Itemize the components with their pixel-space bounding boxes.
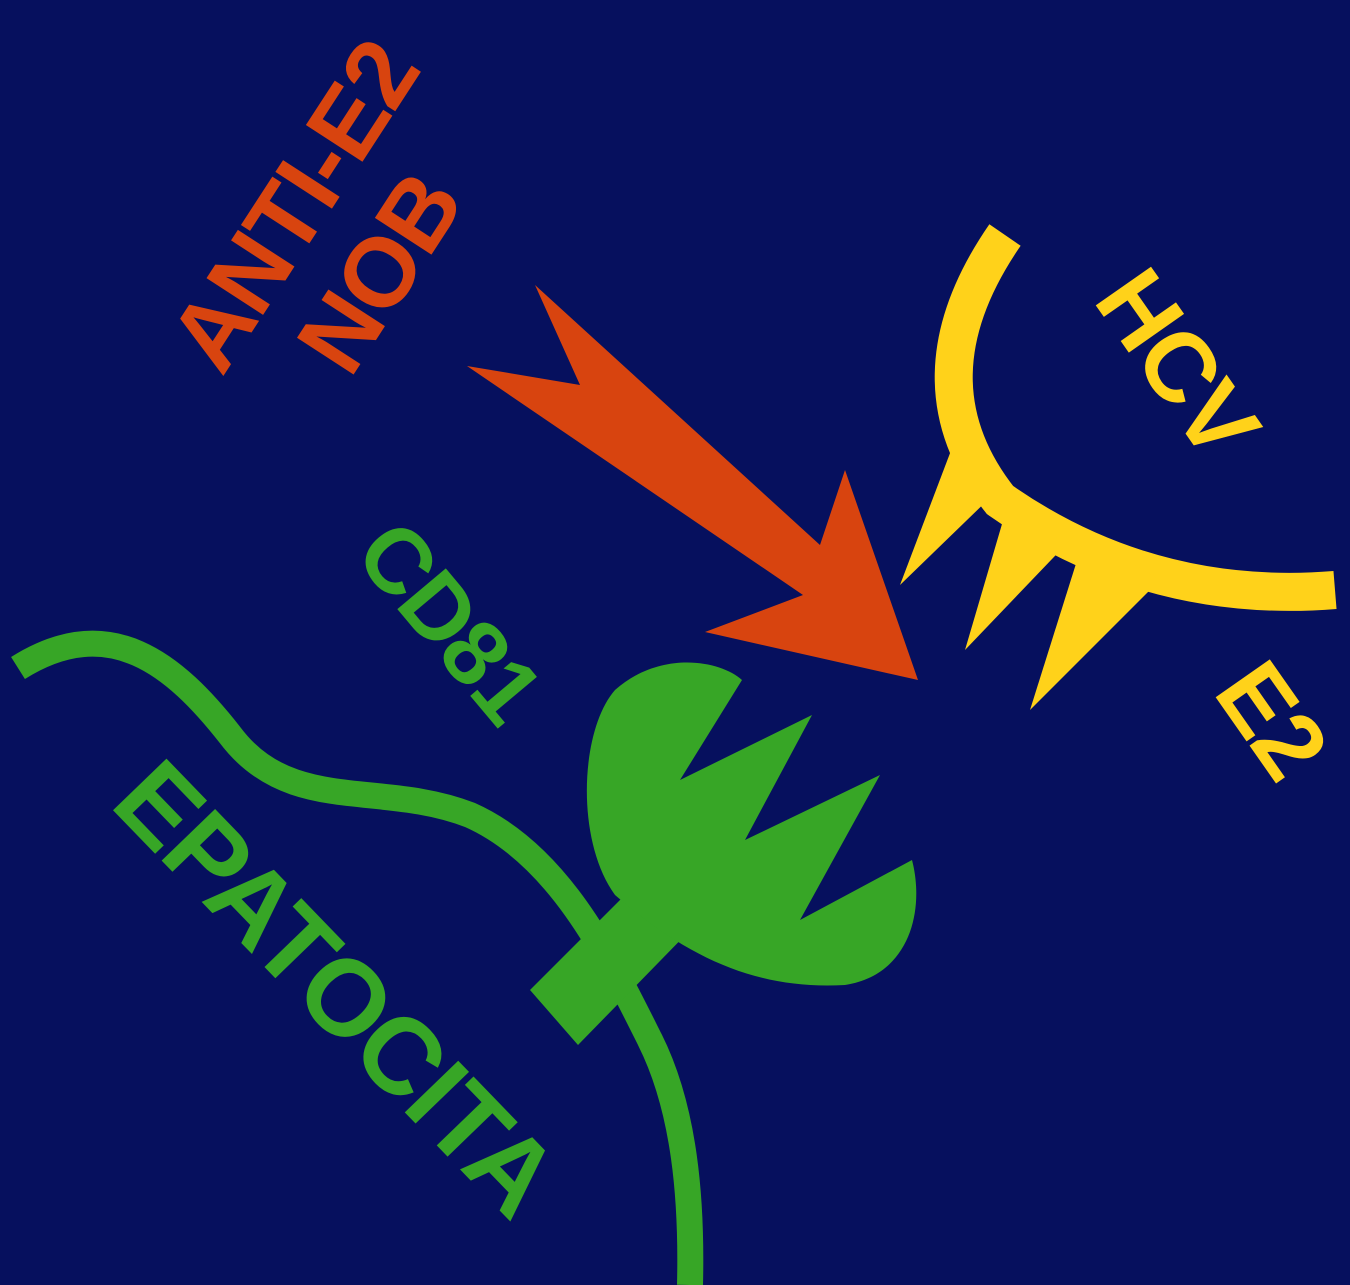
hcv-cd81-diagram: ANTI-E2 NOB HCV E2 CD81 EPATOCITA [0, 0, 1350, 1285]
